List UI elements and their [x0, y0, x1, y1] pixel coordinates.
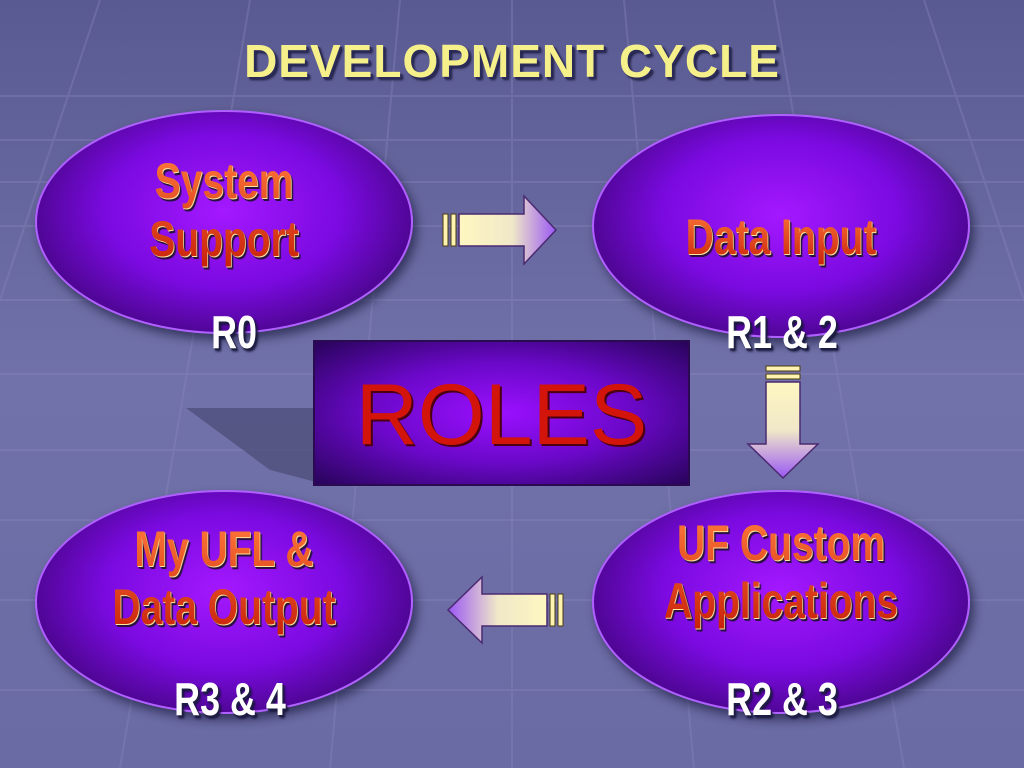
node-label-line: System: [154, 153, 294, 209]
role-code-r2-3: R2 & 3: [726, 673, 838, 725]
node-label-line: Applications: [663, 573, 899, 629]
node-my-ufl-data-output: My UFL & Data Output: [35, 490, 413, 714]
roles-label: ROLES: [355, 367, 648, 463]
node-label-line: Support: [149, 211, 299, 267]
role-code-r3-4: R3 & 4: [174, 673, 286, 725]
role-code-r1-2: R1 & 2: [726, 306, 838, 358]
role-code-r0: R0: [211, 306, 257, 358]
node-label: System Support: [78, 152, 370, 268]
arrow-right-icon: [442, 194, 558, 266]
node-label: My UFL & Data Output: [78, 520, 370, 636]
node-uf-custom-applications: UF Custom Applications: [592, 490, 970, 714]
node-label-line: UF Custom: [677, 515, 885, 571]
page-title: DEVELOPMENT CYCLE: [244, 35, 780, 87]
node-data-input: Data Input: [592, 114, 970, 338]
node-label-line: My UFL &: [134, 521, 314, 577]
node-label-line: Data Input: [685, 209, 877, 265]
node-label: Data Input: [635, 208, 927, 266]
node-label: UF Custom Applications: [635, 514, 927, 630]
arrow-left-icon: [446, 575, 564, 645]
roles-box: ROLES: [313, 340, 690, 486]
node-label-line: Data Output: [112, 579, 336, 635]
arrow-down-icon: [746, 365, 820, 480]
node-system-support: System Support: [35, 110, 413, 334]
